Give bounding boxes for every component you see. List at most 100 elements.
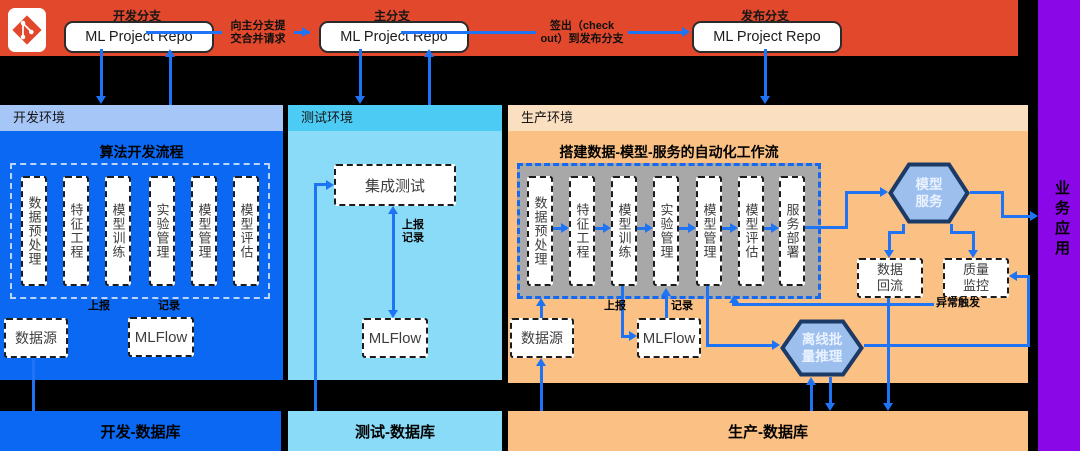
connector-line xyxy=(764,49,767,96)
step-label: 模型评估 xyxy=(743,203,759,259)
arrowhead-icon xyxy=(682,27,690,37)
prod-step-model-eval: 模型评估 xyxy=(738,176,764,286)
prod-mlflow-box: MLFlow xyxy=(637,318,701,358)
dev-env-header: 开发环境 xyxy=(0,105,283,131)
offline-batch-inference-label: 离线批 量推理 xyxy=(801,332,843,364)
business-app-strip: 业务应用 xyxy=(1038,0,1080,451)
arrowhead-icon xyxy=(661,288,671,296)
connector-line xyxy=(1027,277,1030,347)
main-branch-repo-box: ML Project Repo xyxy=(319,21,469,53)
exception-trigger-label: 异常触发 xyxy=(934,297,982,310)
connector-line xyxy=(722,227,731,230)
prod-workflow-title: 搭建数据-模型-服务的自动化工作流 xyxy=(559,144,779,160)
arrowhead-icon xyxy=(536,358,546,366)
arrowhead-icon xyxy=(388,206,398,214)
arrowhead-icon xyxy=(883,403,893,411)
connector-line xyxy=(314,183,328,186)
arrowhead-icon xyxy=(165,49,175,57)
connector-line xyxy=(169,57,172,105)
connector-line xyxy=(621,335,630,338)
step-label: 实验管理 xyxy=(658,203,674,259)
arrowhead-icon xyxy=(688,223,696,233)
prod-data-source-box: 数据源 xyxy=(510,318,574,358)
release-branch-repo-box: ML Project Repo xyxy=(692,21,842,53)
prod-database-bar: 生产-数据库 xyxy=(508,411,1028,451)
prod-step-feature-eng: 特征工程 xyxy=(569,176,595,286)
main-branch-label: 主分支 xyxy=(373,9,410,23)
step-label: 特征工程 xyxy=(574,203,590,259)
arrowhead-icon xyxy=(326,180,334,190)
connector-line xyxy=(1017,275,1030,278)
model-service-label: 模型 服务 xyxy=(915,177,943,209)
step-label: 模型训练 xyxy=(616,203,632,259)
prod-step-service-deploy: 服务部署 xyxy=(779,176,805,286)
arrowhead-icon xyxy=(730,223,738,233)
arrowhead-icon xyxy=(806,377,816,385)
arrowhead-icon xyxy=(536,298,546,306)
connector-line xyxy=(706,344,772,347)
connector-line xyxy=(845,191,880,194)
connector-line xyxy=(1001,191,1004,218)
connector-line xyxy=(1001,215,1030,218)
dev-report-label: 上报 xyxy=(88,300,110,312)
test-mlflow-box: MLFlow xyxy=(362,318,428,358)
connector-line xyxy=(665,296,668,318)
arrowhead-icon xyxy=(772,340,780,350)
arrowhead-icon xyxy=(1009,271,1017,281)
dev-step-model-eval: 模型评估 xyxy=(233,176,259,286)
connector-line xyxy=(810,385,813,411)
dev-data-source-box: 数据源 xyxy=(4,318,68,358)
git-glyph xyxy=(12,15,42,45)
connector-line xyxy=(764,227,772,230)
connector-line xyxy=(314,184,317,411)
step-label: 实验管理 xyxy=(154,203,170,259)
hexagon-shape xyxy=(780,319,864,377)
connector-line xyxy=(428,57,431,105)
arrowhead-icon xyxy=(884,250,894,258)
test-database-bar: 测试-数据库 xyxy=(288,411,502,451)
dev-branch-label: 开发分支 xyxy=(112,9,161,23)
connector-line xyxy=(829,377,832,403)
connector-line xyxy=(970,191,1004,194)
prod-step-data-preprocess: 数据预处理 xyxy=(527,176,553,286)
prod-step-model-mgmt: 模型管理 xyxy=(696,176,722,286)
connector-line xyxy=(950,231,975,234)
prod-report-label: 上报 xyxy=(604,300,626,312)
integration-test-box: 集成测试 xyxy=(334,164,456,206)
connector-line xyxy=(805,226,848,229)
arrowhead-icon xyxy=(771,223,779,233)
arrowhead-icon xyxy=(880,187,888,197)
arrowhead-icon xyxy=(561,223,569,233)
merge-request-label: 向主分支提 交合并请求 xyxy=(222,20,294,46)
dev-step-experiment-mgmt: 实验管理 xyxy=(149,176,175,286)
arrowhead-icon xyxy=(302,27,310,37)
dev-step-model-mgmt: 模型管理 xyxy=(191,176,217,286)
arrowhead-icon xyxy=(629,331,637,341)
data-backflow-box: 数据 回流 xyxy=(857,258,923,298)
dev-branch-repo-box: ML Project Repo xyxy=(64,21,214,53)
step-label: 模型管理 xyxy=(196,203,212,259)
test-env-header: 测试环境 xyxy=(288,105,502,131)
connector-line xyxy=(887,298,890,403)
connector-line xyxy=(888,231,905,234)
connector-line xyxy=(359,49,362,96)
model-service-hexagon: 模型 服务 xyxy=(888,162,970,224)
step-label: 模型管理 xyxy=(701,203,717,259)
prod-record-label: 记录 xyxy=(671,300,693,312)
dev-step-data-preprocess: 数据预处理 xyxy=(21,176,47,286)
arrowhead-icon xyxy=(355,96,365,104)
connector-line xyxy=(553,227,562,230)
dev-mlflow-box: MLFlow xyxy=(128,317,194,357)
connector-line xyxy=(845,191,848,229)
release-branch-label: 发布分支 xyxy=(740,9,789,23)
dev-step-model-train: 模型训练 xyxy=(105,176,131,286)
prod-env-header: 生产环境 xyxy=(508,105,1028,131)
arrowhead-icon xyxy=(424,49,434,57)
connector-line xyxy=(637,227,646,230)
prod-step-model-train: 模型训练 xyxy=(611,176,637,286)
checkout-label: 签出（check out）到发布分支 xyxy=(536,20,628,46)
arrowhead-icon xyxy=(603,223,611,233)
prod-step-experiment-mgmt: 实验管理 xyxy=(653,176,679,286)
dev-database-bar: 开发-数据库 xyxy=(0,411,281,451)
connector-line xyxy=(864,344,1030,347)
